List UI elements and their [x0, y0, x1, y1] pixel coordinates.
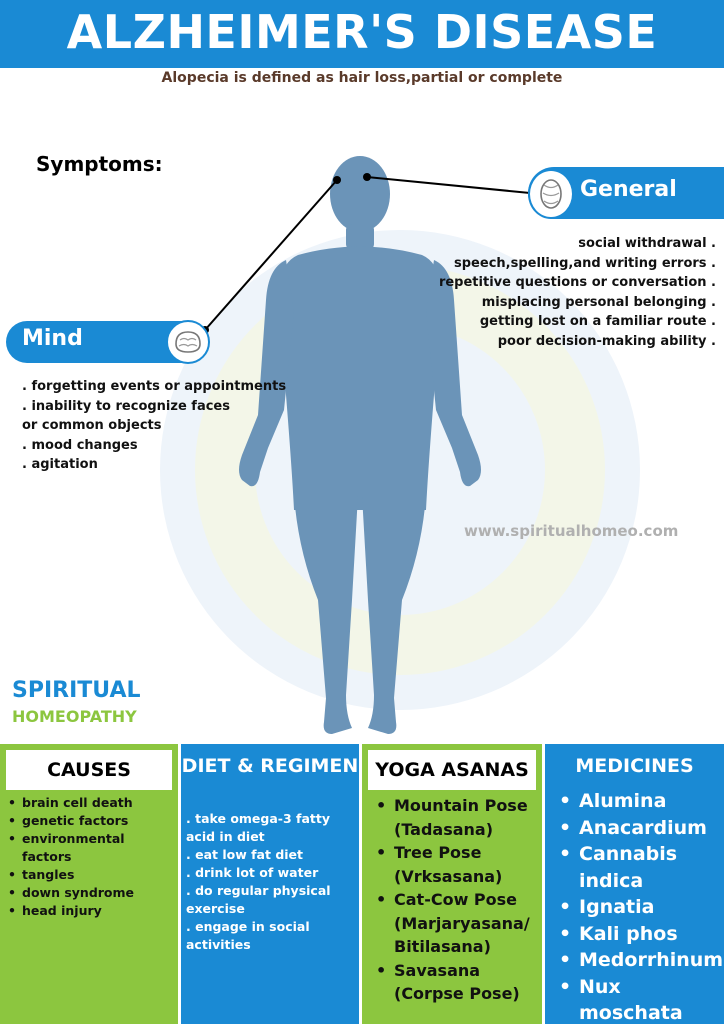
list-item: repetitive questions or conversation . — [438, 275, 716, 290]
brain-icon — [528, 169, 574, 219]
brain-icon — [166, 320, 210, 364]
list-item: tangles — [8, 866, 174, 884]
list-item: head injury — [8, 902, 174, 920]
mind-label: Mind — [22, 326, 83, 351]
list-item: Ignatia — [559, 894, 724, 921]
diet-list: . take omega-3 fatty acid in diet . eat … — [186, 810, 354, 954]
list-item: . agitation — [22, 457, 98, 472]
causes-list: brain cell death genetic factors environ… — [8, 794, 174, 920]
yoga-list: Mountain Pose (Tadasana) Tree Pose (Vrks… — [376, 794, 540, 1006]
list-item: getting lost on a familiar route . — [479, 314, 716, 329]
diet-heading: DIET & REGIMEN — [181, 755, 359, 777]
website-watermark: www.spiritualhomeo.com — [464, 522, 679, 540]
diet-section: DIET & REGIMEN . take omega-3 fatty acid… — [181, 744, 359, 1024]
page-subtitle: Alopecia is defined as hair loss,partial… — [161, 70, 563, 86]
general-label: General — [580, 177, 677, 202]
list-item: . eat low fat diet — [186, 847, 303, 862]
brand-tagline: HOMEOPATHY — [12, 707, 137, 726]
yoga-heading: YOGA ASANAS — [368, 750, 536, 790]
list-item: or common objects — [22, 418, 162, 433]
list-item: Mountain Pose (Tadasana) — [376, 794, 540, 841]
list-item: Cat-Cow Pose (Marjaryasana/ Bitilasana) — [376, 888, 540, 959]
list-item: Alumina — [559, 788, 724, 815]
human-body-icon — [239, 156, 481, 734]
list-item: Savasana (Corpse Pose) — [376, 959, 540, 1006]
medicines-heading: MEDICINES — [575, 755, 694, 777]
page-title: ALZHEIMER'S DISEASE — [66, 5, 658, 59]
list-item: environmental factors — [8, 830, 174, 866]
list-item: Kali phos — [559, 921, 724, 948]
list-item: down syndrome — [8, 884, 174, 902]
list-item: . engage in social activities — [186, 919, 310, 952]
causes-section: CAUSES brain cell death genetic factors … — [0, 744, 178, 1024]
list-item: . drink lot of water — [186, 865, 319, 880]
list-item: misplacing personal belonging . — [481, 294, 716, 310]
brand-name: SPIRITUAL — [12, 678, 141, 703]
list-item: . take omega-3 fatty acid in diet — [186, 811, 331, 844]
list-item: Cannabis indica — [559, 841, 724, 894]
list-item: genetic factors — [8, 812, 174, 830]
general-symptoms-list: social withdrawal . speech,spelling,and … — [439, 234, 716, 351]
list-item: brain cell death — [8, 794, 174, 812]
mind-symptoms-list: . forgetting events or appointments . in… — [22, 377, 286, 475]
list-item: Anacardium — [559, 815, 724, 842]
causes-heading: CAUSES — [6, 750, 172, 790]
list-item: . forgetting events or appointments — [22, 379, 287, 394]
medicines-list: Alumina Anacardium Cannabis indica Ignat… — [559, 788, 724, 1024]
list-item: . inability to recognize faces — [22, 398, 230, 414]
title-bar — [0, 0, 724, 68]
list-item: Tree Pose (Vrksasana) — [376, 841, 540, 888]
symptoms-heading: Symptoms: — [36, 152, 163, 176]
medicines-section: MEDICINES Alumina Anacardium Cannabis in… — [545, 744, 724, 1024]
list-item: Medorrhinum — [559, 947, 724, 974]
list-item: social withdrawal . — [578, 236, 716, 251]
list-item: speech,spelling,and writing errors . — [454, 255, 716, 271]
list-item: . mood changes — [22, 437, 138, 453]
list-item: . do regular physical exercise — [186, 883, 331, 916]
list-item: poor decision-making ability . — [497, 333, 716, 349]
yoga-section: YOGA ASANAS Mountain Pose (Tadasana) Tre… — [362, 744, 542, 1024]
list-item: Nux moschata — [559, 974, 724, 1024]
